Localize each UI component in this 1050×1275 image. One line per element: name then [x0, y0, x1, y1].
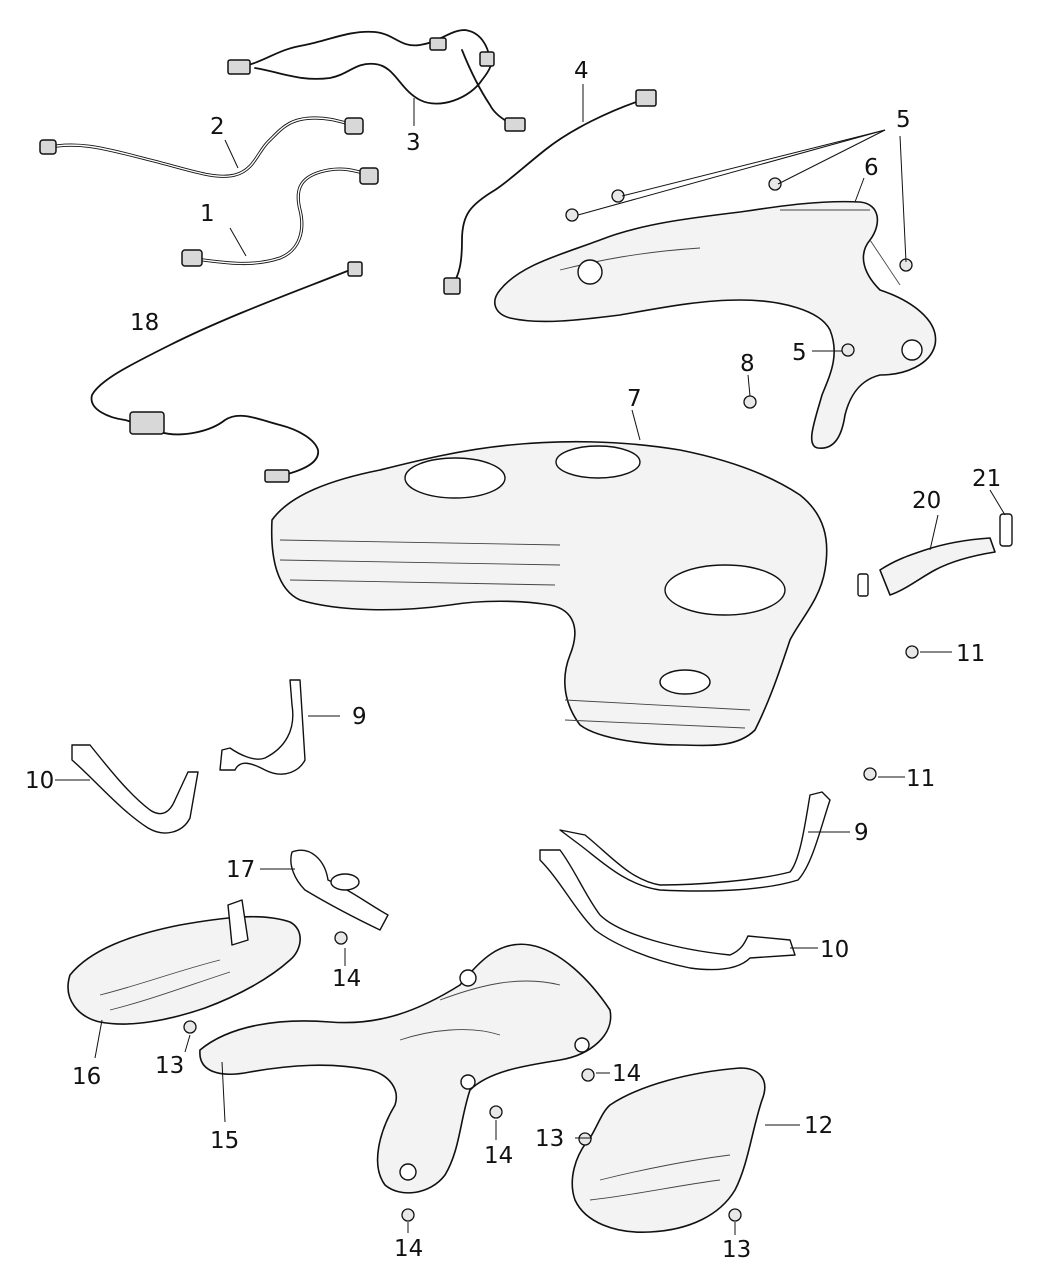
part-2-fuel-line [39, 116, 364, 178]
part-20-filler-hose [857, 537, 996, 597]
callout-14a: 14 [332, 966, 361, 992]
part-12-heat-shield-right [571, 1067, 766, 1233]
callout-9b: 9 [854, 820, 869, 846]
part-21-sensor [999, 513, 1013, 547]
part-6-upper-shield [494, 200, 937, 449]
callout-21: 21 [972, 466, 1001, 492]
callout-13c: 13 [722, 1237, 751, 1263]
callout-7: 7 [627, 386, 642, 412]
part-7-fuel-tank [270, 440, 828, 747]
callout-5a: 5 [896, 107, 911, 133]
part-16-heat-shield-left [67, 899, 301, 1025]
callout-4: 4 [574, 58, 589, 84]
callout-9a: 9 [352, 704, 367, 730]
part-4-wire [443, 89, 657, 295]
callout-10b: 10 [820, 937, 849, 963]
part-9-strap-right [559, 791, 831, 892]
part-3-wiring-harness [227, 29, 526, 132]
part-15-lower-shield [199, 943, 612, 1194]
callout-5b: 5 [792, 340, 807, 366]
callout-10a: 10 [25, 768, 54, 794]
callout-18: 18 [130, 310, 159, 336]
callout-2: 2 [210, 114, 225, 140]
callout-17: 17 [226, 857, 255, 883]
callout-6: 6 [864, 155, 879, 181]
callouts: 1 2 3 4 5 5 6 7 8 9 9 10 10 11 11 12 13 … [25, 58, 1001, 1263]
callout-16: 16 [72, 1064, 101, 1090]
callout-20: 20 [912, 488, 941, 514]
part-17-bracket [290, 849, 389, 931]
callout-14c: 14 [484, 1143, 513, 1169]
callout-12: 12 [804, 1113, 833, 1139]
fasteners [183, 177, 919, 1222]
part-9-strap-left [219, 679, 306, 775]
part-10-strap-left [71, 744, 199, 834]
callout-1: 1 [200, 201, 215, 227]
callout-13b: 13 [535, 1126, 564, 1152]
callout-11a: 11 [956, 641, 985, 667]
part-18-harness [90, 261, 363, 483]
callout-8: 8 [740, 351, 755, 377]
callout-14b: 14 [612, 1061, 641, 1087]
callout-13a: 13 [155, 1053, 184, 1079]
callout-14d: 14 [394, 1236, 423, 1262]
part-10-strap-right [539, 849, 796, 971]
callout-11b: 11 [906, 766, 935, 792]
callout-15: 15 [210, 1128, 239, 1154]
leader-lines [55, 84, 1006, 1235]
part-1-fuel-line [181, 167, 379, 267]
callout-3: 3 [406, 130, 421, 156]
